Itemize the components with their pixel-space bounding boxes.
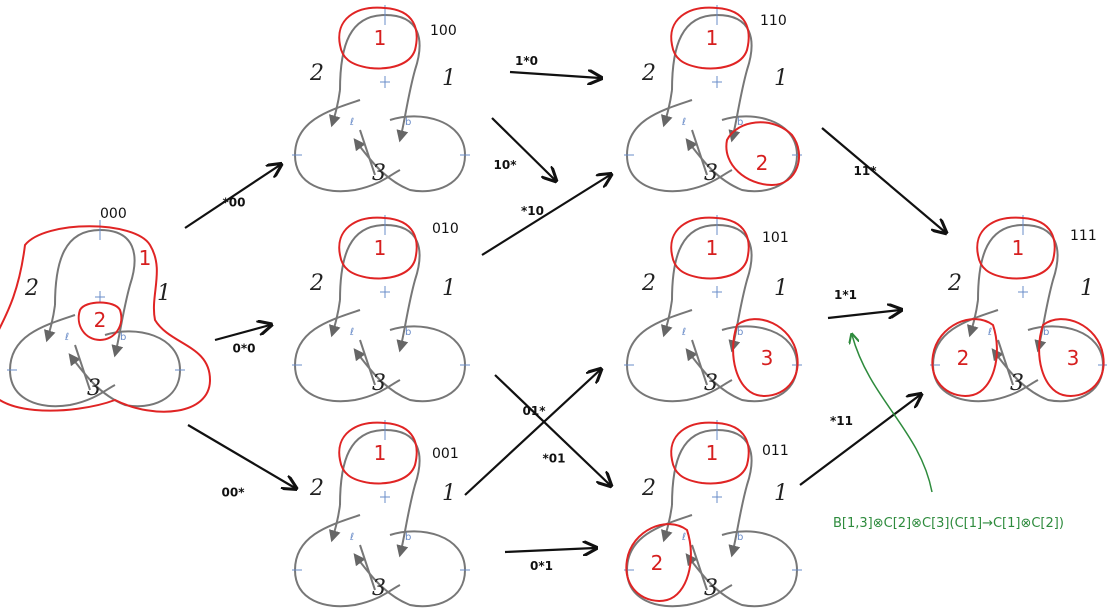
edge-label: 10* [494,158,518,172]
crossing-label-left: 2 [641,476,656,501]
state-label-111: 111 [1070,228,1097,244]
resolution-circle-1 [338,421,418,485]
crossing-label-right: 1 [774,481,788,506]
knot-100: 2 1 3 1 [292,5,470,191]
edge-label: 0*1 [530,559,553,573]
state-label-100: 100 [430,23,457,39]
resolution-circle-2 [77,301,123,342]
edge-arrow-x10 [481,175,610,256]
crossing-label-right: 1 [442,481,456,506]
resolution-circle-1 [670,216,750,280]
resolution-circle-1 [670,6,750,70]
state-label-010: 010 [432,221,459,237]
resolution-circle-2 [931,318,998,397]
edge-arrow-1x1 [827,310,900,320]
edge-label: *00 [223,196,246,210]
knot-011: 2 1 3 1 2 [624,420,802,606]
edge-arrow-x11 [799,395,920,486]
circle-label: 1 [139,246,152,270]
resolution-circle-2 [725,121,801,187]
knot-111: 2 1 3 1 2 3 [930,215,1107,401]
circle-label: 2 [94,308,107,332]
knot-010: 2 1 3 1 [292,215,470,401]
resolution-circle-1 [670,421,750,485]
crossing-label-bottom: 3 [372,161,386,186]
edge-label: 1*0 [515,54,538,68]
circle-label: 1 [706,26,719,50]
crossing-label-bottom: 3 [1010,371,1024,396]
crossing-label-right: 1 [774,276,788,301]
resolution-circle-1 [338,6,418,70]
resolution-circle-3 [732,318,799,397]
crossing-label-bottom: 3 [704,161,718,186]
circle-label: 1 [374,236,387,260]
crossing-label-left: 2 [641,271,656,296]
edge-arrow-11x [821,127,945,232]
edge-label: 1*1 [834,288,857,302]
crossing-label-left: 2 [947,271,962,296]
edge-label: 01* [523,404,547,418]
annotation-group: B[1,3]⊗C[2]⊗C[3](C[1]→C[1]⊗C[2]) [833,335,1064,531]
crossing-label-right: 1 [442,276,456,301]
resolution-circle-2 [625,523,692,602]
crossing-label-right: 1 [1080,276,1094,301]
circle-label: 2 [651,551,664,575]
edge-label: 00* [222,486,246,500]
edge-layer: *00 0*0 00* 1*0 10* *10 01* *01 0*1 11* 1*1 *11 [184,54,945,573]
crossing-label-right: 1 [442,66,456,91]
edge-label: *10 [521,204,544,218]
crossing-label-right: 1 [774,66,788,91]
knot-001: 2 1 3 1 [292,420,470,606]
edge-arrow-0x0 [214,325,270,342]
circle-label: 1 [374,26,387,50]
crossing-label-bottom: 3 [372,576,386,601]
circle-label: 2 [957,346,970,370]
knot-000: 2 1 3 1 2 [0,220,212,413]
circle-label: 1 [706,441,719,465]
edge-arrow-1x0 [509,72,600,78]
edge-arrow-x01 [464,370,600,496]
edge-label: *11 [830,414,853,428]
crossing-label-left: 2 [641,61,656,86]
state-label-000: 000 [100,206,127,222]
circle-label: 1 [706,236,719,260]
knot-101: 2 1 3 1 3 [624,215,802,401]
circle-label: 3 [761,346,774,370]
edge-label: 0*0 [233,342,256,356]
crossing-label-bottom: 3 [704,576,718,601]
edge-arrow-01x [494,374,610,485]
crossing-label-left: 2 [309,476,324,501]
knot-layer: 2 1 3 1 2 000 2 1 3 1 100 2 1 3 1 010 2 1 3 1 001 2 1 3 1 2 110 2 1 3… [0,5,1107,606]
resolution-circle-3 [1038,318,1105,397]
state-label-110: 110 [760,13,787,29]
circle-label: 1 [374,441,387,465]
resolution-circle-1 [338,216,418,280]
annotation-text: B[1,3]⊗C[2]⊗C[3](C[1]→C[1]⊗C[2]) [833,516,1064,531]
crossing-label-left: 2 [309,61,324,86]
crossing-label-left: 2 [309,271,324,296]
crossing-label-left: 2 [24,276,39,301]
state-label-001: 001 [432,446,459,462]
circle-label: 2 [756,151,769,175]
edge-arrow-10x [491,117,555,180]
edge-label: 11* [854,164,878,178]
crossing-label-bottom: 3 [704,371,718,396]
resolution-circle-1 [976,216,1056,280]
edge-arrow-0x1 [504,548,595,552]
circle-label: 1 [1012,236,1025,260]
state-label-101: 101 [762,230,789,246]
edge-arrow-00x [187,424,295,488]
circle-label: 3 [1067,346,1080,370]
edge-arrow-x00 [184,165,280,229]
knot-110: 2 1 3 1 2 [624,5,802,191]
state-label-011: 011 [762,443,789,459]
crossing-label-right: 1 [157,281,171,306]
resolution-circle-1 [0,225,212,413]
crossing-label-bottom: 3 [87,376,101,401]
crossing-label-bottom: 3 [372,371,386,396]
edge-label: *01 [543,452,566,466]
annotation-arrow [852,335,933,493]
